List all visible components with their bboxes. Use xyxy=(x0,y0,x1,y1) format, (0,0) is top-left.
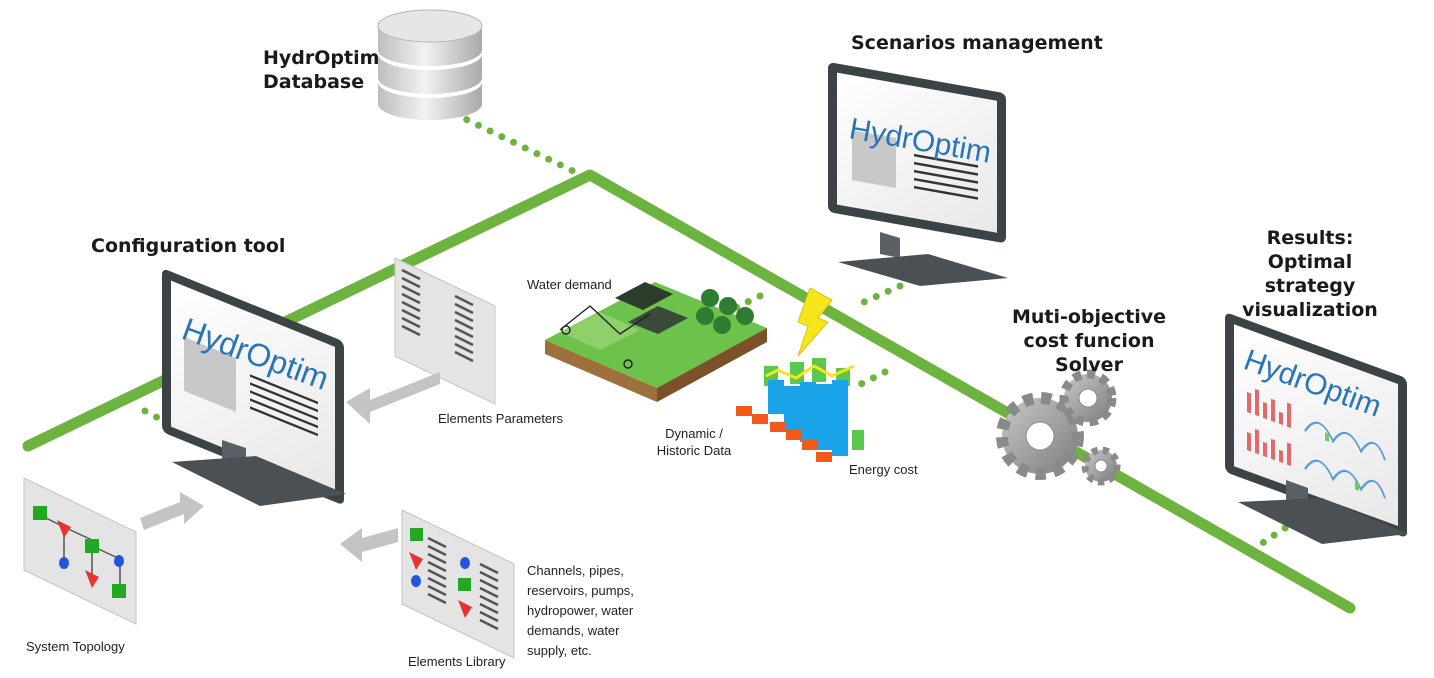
document-icon xyxy=(394,257,496,405)
components-line: Channels, pipes, xyxy=(527,563,624,578)
results-label: Results: Optimal strategy visualization xyxy=(1224,226,1396,322)
monitor-stand xyxy=(838,232,1008,286)
dynamic-data-label-line: Historic Data xyxy=(656,443,732,458)
farm-field-icon xyxy=(545,282,767,402)
scenarios-label: Scenarios management xyxy=(851,32,1103,54)
monitor-stand xyxy=(172,440,346,506)
components-line: demands, water xyxy=(527,623,620,638)
results-label-line: visualization xyxy=(1242,299,1378,321)
monitor-icon xyxy=(162,269,344,504)
results-mini-charts xyxy=(1247,388,1386,499)
elements-parameters-label: Elements Parameters xyxy=(438,411,563,426)
results-label-line: Results: xyxy=(1266,227,1354,249)
system-topology-panel xyxy=(23,477,137,625)
solver-label: Muti-objective cost funcion Solver xyxy=(994,305,1184,377)
config-tool-label: Configuration tool xyxy=(91,235,286,257)
dynamic-data-label-line: Dynamic / xyxy=(665,426,723,441)
components-line: supply, etc. xyxy=(527,643,592,658)
database-label: HydrOptim Database xyxy=(263,46,379,94)
gear-icon xyxy=(996,392,1084,480)
results-label-line: Optimal strategy xyxy=(1264,251,1356,297)
database-icon xyxy=(377,9,483,120)
gear-icon xyxy=(1081,446,1121,486)
energy-cost-label: Energy cost xyxy=(849,462,918,477)
components-line: reservoirs, pumps, xyxy=(527,583,634,598)
monitor-icon xyxy=(828,62,1006,243)
gear-icon xyxy=(1059,369,1117,427)
solver-label-line: Muti-objective xyxy=(1011,306,1167,328)
elements-library-panel xyxy=(401,509,515,659)
dynamic-data-label: Dynamic / Historic Data xyxy=(648,425,740,459)
monitor-stand xyxy=(1238,480,1408,544)
monitor-icon xyxy=(1225,313,1407,537)
database-label-line: Database xyxy=(263,71,365,93)
water-demand-label: Water demand xyxy=(527,277,612,292)
bar-chart-icon xyxy=(736,358,864,462)
database-label-line: HydrOptim xyxy=(263,47,380,69)
elements-library-label: Elements Library xyxy=(408,654,506,669)
solver-label-line: cost funcion Solver xyxy=(1023,330,1155,376)
components-list: Channels, pipes, reservoirs, pumps, hydr… xyxy=(527,561,634,661)
components-line: hydropower, water xyxy=(527,603,634,618)
system-topology-label: System Topology xyxy=(26,639,125,654)
arrow-icon xyxy=(140,372,440,562)
lightning-icon xyxy=(797,287,833,357)
